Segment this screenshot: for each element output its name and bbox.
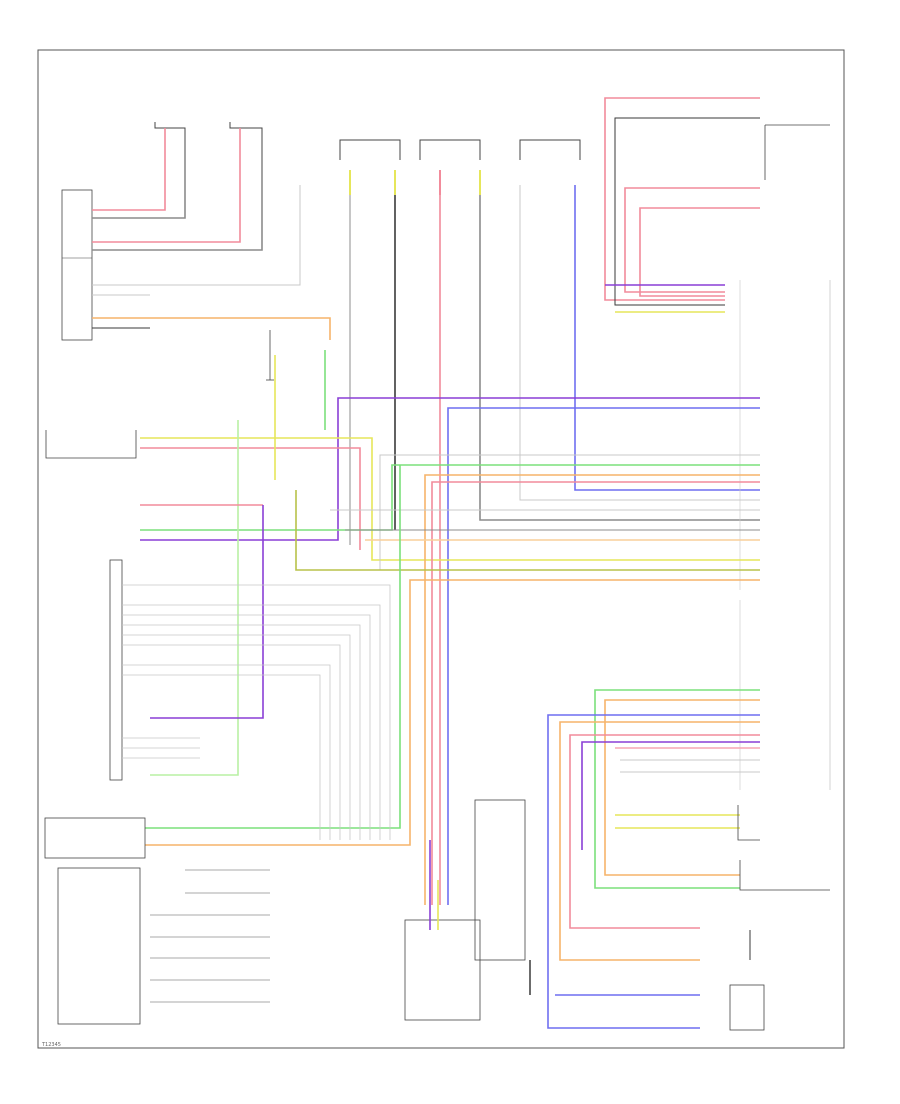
ground-symbol-top bbox=[266, 330, 274, 381]
bottom-right-wires bbox=[547, 689, 760, 1029]
left-mid-connector bbox=[45, 430, 137, 459]
bottom-centre-sensor bbox=[404, 799, 531, 1021]
right-top-connector bbox=[764, 124, 831, 790]
bottom-right-components bbox=[729, 805, 830, 1031]
left-lower-connector bbox=[109, 559, 391, 840]
top-right-wires bbox=[604, 97, 760, 313]
top-left-sensor-stubs bbox=[154, 122, 263, 134]
vertical-trunks bbox=[349, 185, 760, 905]
bottom-left-module bbox=[44, 817, 270, 1025]
wires-left-top bbox=[92, 128, 331, 340]
left-top-connector bbox=[61, 189, 93, 341]
buckle-switch-block bbox=[339, 139, 581, 195]
mid-left-drops bbox=[140, 350, 401, 829]
diagram-frame bbox=[37, 49, 845, 1049]
footer-code: T12345 bbox=[41, 1042, 61, 1048]
middle-buses bbox=[140, 397, 760, 905]
